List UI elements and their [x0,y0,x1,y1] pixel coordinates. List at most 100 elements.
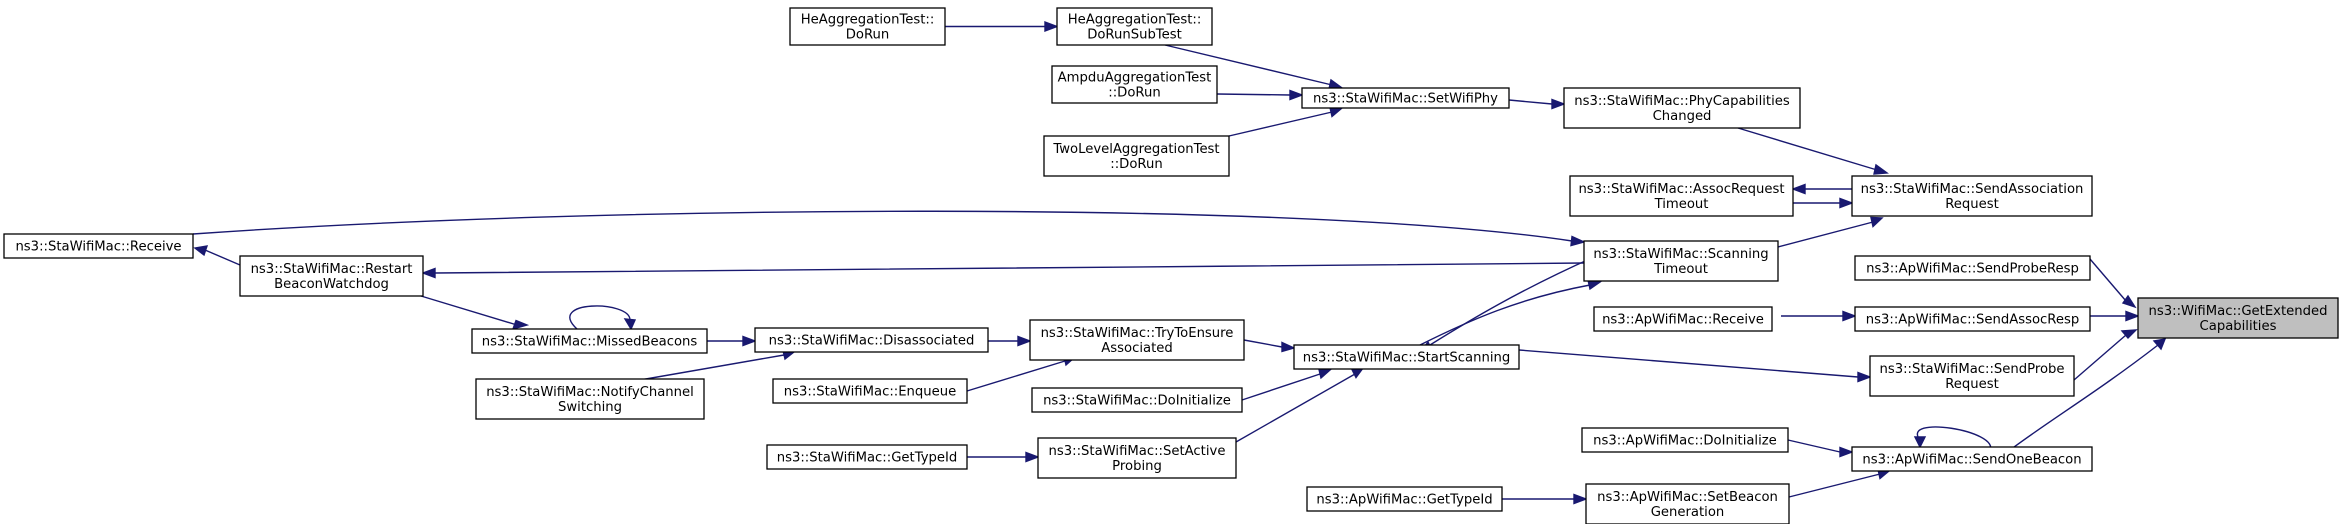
node-box [1029,319,1245,361]
arrow-head-icon [1913,436,1927,449]
node-box [1854,255,2091,281]
call-edge [967,451,1040,463]
node-startscan[interactable]: ns3::StaWifiMac::StartScanning [1293,344,1520,370]
call-edge [1164,44,1344,90]
node-probresp[interactable]: ns3::ApWifiMac::SendProbeResp [1854,255,2091,281]
node-twolevel[interactable]: TwoLevelAggregationTest::DoRun [1043,135,1230,177]
node-apgettype[interactable]: ns3::ApWifiMac::GetTypeId [1306,486,1503,512]
node-box [1293,344,1520,370]
node-box [2137,297,2339,339]
node-box [1569,175,1794,217]
arrow-head-icon [193,245,209,257]
edge-line [192,210,1573,242]
node-label: ns3::ApWifiMac::Receive [1602,313,1764,328]
call-edge [1241,368,1332,401]
node-box [1583,240,1779,282]
node-box [789,7,946,46]
node-box [1585,483,1790,524]
call-edge [192,210,1587,247]
edge-line [639,354,785,381]
node-label: ns3::StaWifiMac::SendProbe [1879,362,2064,377]
edge-line [966,360,1066,392]
node-label: ns3::StaWifiMac::TryToEnsure [1041,326,1234,341]
node-setwifiphy[interactable]: ns3::StaWifiMac::SetWifiPhy [1301,87,1510,109]
node-box [239,255,424,297]
node-label: ns3::StaWifiMac::SendAssociation [1861,182,2084,197]
call-edge [639,349,796,381]
node-label: ns3::StaWifiMac::Receive [15,240,181,255]
node-label: DoRun [846,28,890,43]
edge-line [2073,334,2127,381]
edge-line [1508,99,1553,105]
call-edge [1235,367,1365,443]
node-label: ns3::ApWifiMac::SendProbeResp [1866,262,2079,277]
arrow-head-icon [623,318,637,331]
call-edge [2009,338,2167,451]
node-assocresp[interactable]: ns3::ApWifiMac::SendAssocResp [1854,306,2091,332]
node-apreceive[interactable]: ns3::ApWifiMac::Receive [1593,306,1773,332]
call-edge [988,335,1032,347]
node-enqueue[interactable]: ns3::StaWifiMac::Enqueue [772,378,968,404]
node-box [766,444,968,470]
arrow-head-icon [1017,335,1032,347]
node-box [1031,387,1243,413]
arrow-head-icon [1839,446,1854,458]
node-label: ns3::StaWifiMac::StartScanning [1303,351,1510,366]
node-stagettype[interactable]: ns3::StaWifiMac::GetTypeId [766,444,968,470]
node-hetest[interactable]: HeAggregationTest::DoRun [789,7,946,46]
arrow-head-icon [1044,20,1059,33]
call-edge [1508,98,1566,110]
edge-line [1164,44,1333,86]
call-edge [1737,127,1889,175]
node-hesub[interactable]: HeAggregationTest::DoRunSubTest [1056,7,1213,46]
node-box [1043,135,1230,177]
node-stareceive[interactable]: ns3::StaWifiMac::Receive [3,233,194,259]
edge-line [2009,344,2159,451]
arrow-head-icon [511,319,530,331]
edge-line [434,262,1585,274]
node-apdoinit[interactable]: ns3::ApWifiMac::DoInitialize [1581,427,1789,453]
node-disassoc[interactable]: ns3::StaWifiMac::Disassociated [754,327,989,353]
node-ampdu[interactable]: AmpduAggregationTest::DoRun [1051,65,1218,104]
call-edge [1419,256,1595,352]
node-box [1869,355,2075,397]
node-doinit[interactable]: ns3::StaWifiMac::DoInitialize [1031,387,1243,413]
call-edge [1913,426,1992,452]
call-edge [421,262,1585,279]
call-edge [2073,329,2138,381]
call-edge [2089,258,2137,309]
node-label: ns3::StaWifiMac::SetWifiPhy [1313,92,1498,107]
node-missed[interactable]: ns3::StaWifiMac::MissedBeacons [471,328,708,354]
node-label: ns3::StaWifiMac::Scanning [1593,247,1768,262]
arrow-head-icon [2121,294,2137,309]
node-box [1854,306,2091,332]
node-label: Changed [1653,109,1712,124]
arrow-head-icon [1025,451,1040,463]
node-sendbeacon[interactable]: ns3::ApWifiMac::SendOneBeacon [1851,446,2093,472]
node-label: ns3::StaWifiMac::NotifyChannel [486,385,694,400]
node-box [1301,87,1510,109]
arrow-head-icon [1870,216,1884,228]
node-label: ns3::StaWifiMac::MissedBeacons [482,335,698,350]
edge-line [1429,256,1595,346]
node-label: Capabilities [2200,319,2277,334]
arrow-head-icon [2120,329,2138,340]
node-label: ns3::StaWifiMac::Enqueue [784,385,956,400]
node-label: TwoLevelAggregationTest [1052,142,1219,157]
edge-line [1518,349,1859,378]
edge-line [1243,339,1283,348]
node-label: AmpduAggregationTest [1058,71,1212,86]
call-edge [1791,183,1852,195]
arrow-head-icon [1318,368,1332,380]
